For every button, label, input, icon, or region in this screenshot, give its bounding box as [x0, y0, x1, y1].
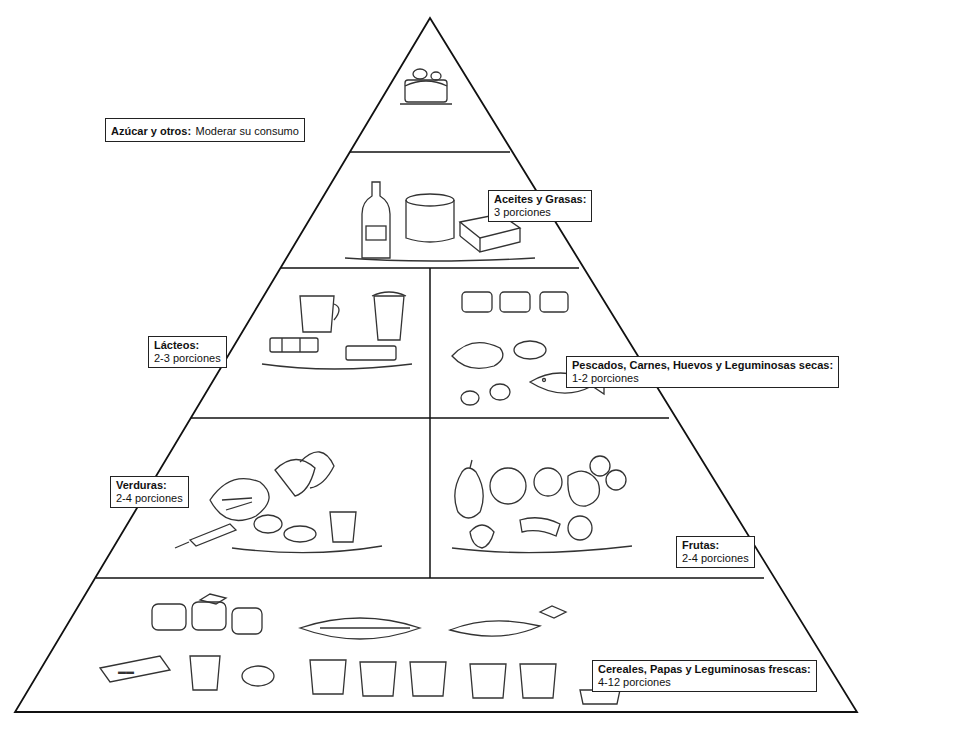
svg-text:▬▬: ▬▬ — [118, 667, 134, 676]
food-group-label: Pescados, Carnes, Huevos y Leguminosas s… — [566, 356, 839, 388]
group-name: Verduras: — [116, 479, 183, 492]
group-name: Pescados, Carnes, Huevos y Leguminosas s… — [572, 359, 833, 372]
portion-count: Moderar su consumo — [196, 125, 299, 137]
food-group-label: Frutas:2-4 porciones — [676, 536, 755, 568]
portion-count: 3 porciones — [494, 206, 586, 219]
portion-count: 2-3 porciones — [154, 352, 221, 365]
group-name: Aceites y Grasas: — [494, 193, 586, 206]
portion-count: 1-2 porciones — [572, 372, 833, 385]
food-group-label: Aceites y Grasas:3 porciones — [488, 190, 592, 222]
group-name: Lácteos: — [154, 339, 221, 352]
food-group-label: Azúcar y otros: Moderar su consumo — [105, 118, 305, 142]
food-group-label: Lácteos:2-3 porciones — [148, 336, 227, 368]
food-group-label: Verduras:2-4 porciones — [110, 476, 189, 508]
portion-count: 2-4 porciones — [682, 552, 749, 565]
portion-count: 2-4 porciones — [116, 492, 183, 505]
food-group-label: Cereales, Papas y Leguminosas frescas:4-… — [592, 660, 817, 692]
group-name: Frutas: — [682, 539, 749, 552]
group-name: Azúcar y otros: — [111, 125, 191, 137]
group-name: Cereales, Papas y Leguminosas frescas: — [598, 663, 811, 676]
portion-count: 4-12 porciones — [598, 676, 811, 689]
